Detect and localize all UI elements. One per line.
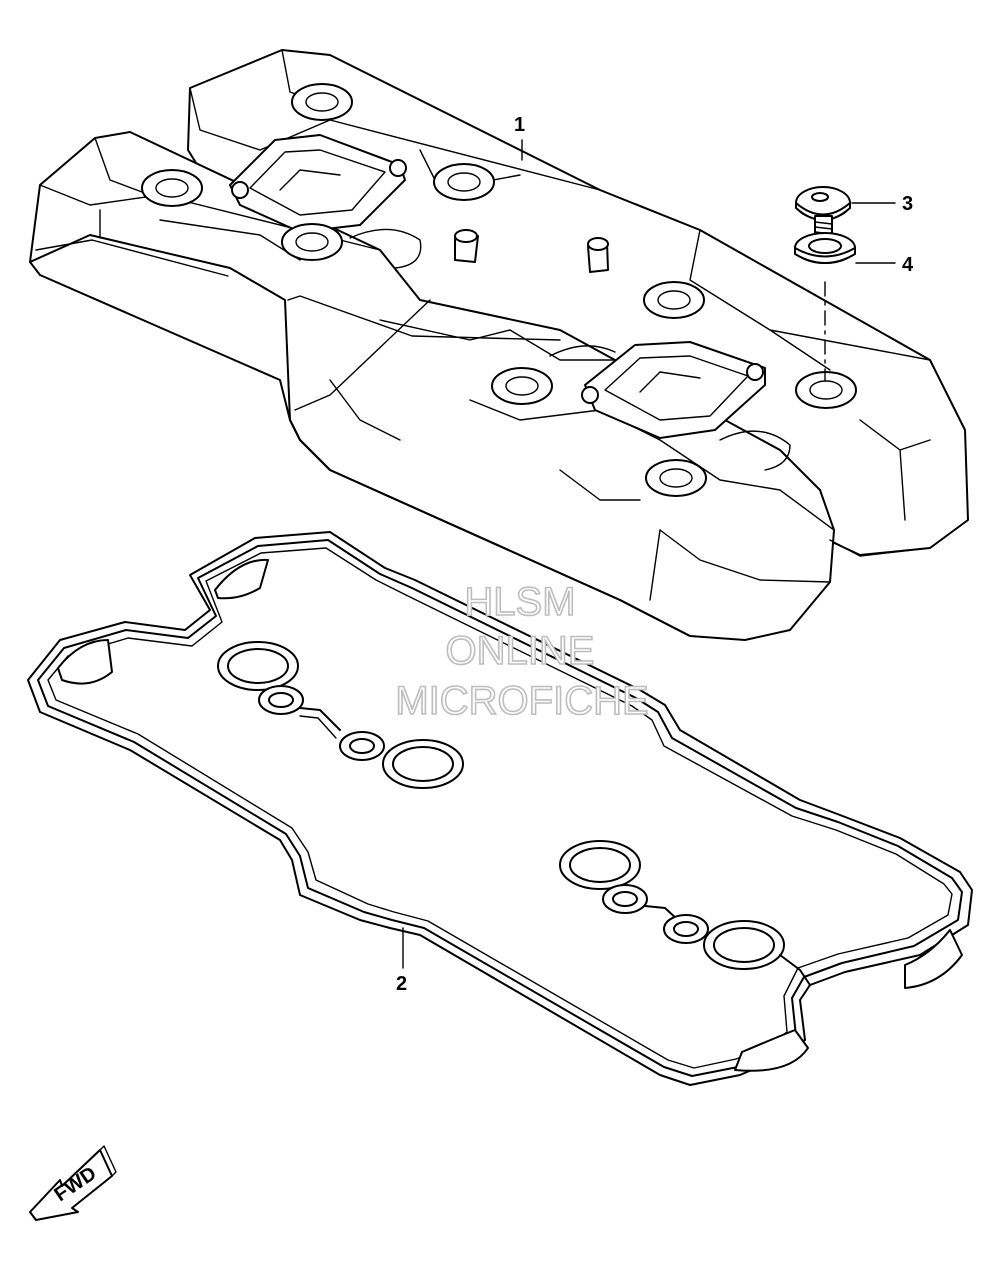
callout-2: 2 [396, 973, 407, 995]
callout-4: 4 [902, 254, 914, 276]
bolt-gasket-washer[interactable] [794, 232, 856, 264]
cover-front-body [29, 131, 835, 641]
callout-1: 1 [514, 114, 525, 136]
cover-plate-rear [229, 134, 406, 233]
watermark-line-3: MICROFICHE [395, 679, 648, 723]
cover-base-rim [29, 261, 691, 637]
watermark: HLSM ONLINE MICROFICHE [395, 579, 650, 724]
fwd-direction-arrow: FWD [29, 1145, 117, 1221]
cover-bolt-holes [141, 83, 857, 497]
callout-3: 3 [902, 193, 913, 215]
head-cover-gasket[interactable] [27, 531, 973, 1086]
watermark-line-1: HLSM [464, 580, 575, 624]
watermark-line-2: ONLINE [446, 629, 595, 673]
cylinder-head-cover[interactable] [29, 49, 969, 641]
gasket-outer [27, 531, 973, 1086]
